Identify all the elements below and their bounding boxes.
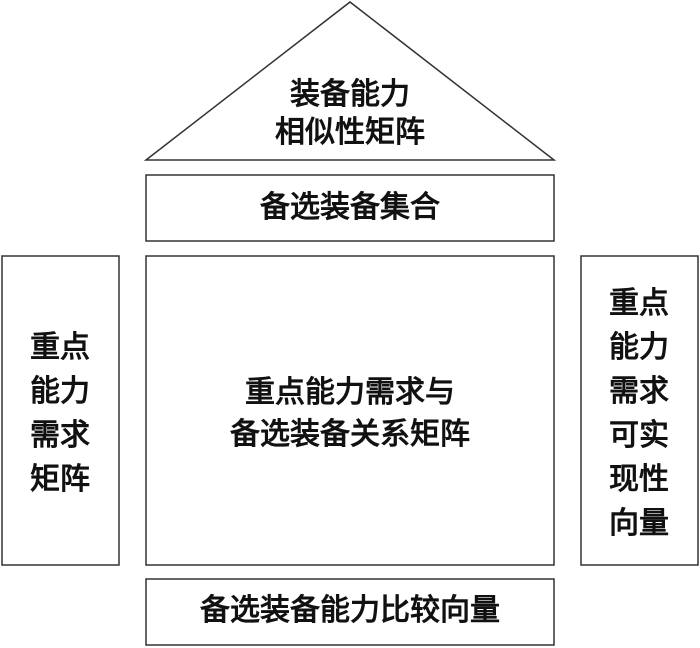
candidate-set-box — [145, 174, 555, 242]
left-column-line-1: 重点 — [30, 330, 90, 365]
left-column-line-3: 需求 — [30, 418, 90, 453]
roof-label-line-2: 相似性矩阵 — [275, 115, 425, 150]
right-column-line-4: 可实 — [609, 418, 669, 453]
left-column-line-2: 能力 — [30, 374, 90, 409]
center-matrix-line-1: 重点能力需求与 — [245, 375, 455, 410]
roof-triangle — [143, 1, 557, 161]
base-box — [145, 578, 555, 646]
right-column-box — [580, 255, 699, 566]
right-column-line-6: 向量 — [609, 506, 669, 541]
roof-section: 装备能力 相似性矩阵 — [143, 1, 557, 161]
left-column-line-4: 矩阵 — [30, 462, 90, 497]
roof-label-line-1: 装备能力 — [290, 77, 410, 112]
candidate-set-label: 备选装备集合 — [260, 190, 440, 225]
right-column-line-3: 需求 — [609, 374, 669, 409]
left-column-section: 重点 能力 需求 矩阵 — [1, 255, 120, 566]
right-column-line-1: 重点 — [609, 286, 669, 321]
center-matrix-section: 重点能力需求与 备选装备关系矩阵 — [145, 255, 555, 566]
left-column-box — [1, 255, 120, 566]
base-section: 备选装备能力比较向量 — [145, 578, 555, 646]
right-column-section: 重点 能力 需求 可实 现性 向量 — [580, 255, 699, 566]
right-column-line-5: 现性 — [609, 462, 669, 497]
center-matrix-line-2: 备选装备关系矩阵 — [230, 417, 470, 452]
base-label: 备选装备能力比较向量 — [200, 593, 500, 628]
candidate-set-section: 备选装备集合 — [145, 174, 555, 242]
center-matrix-box — [145, 255, 555, 566]
right-column-line-2: 能力 — [609, 330, 669, 365]
